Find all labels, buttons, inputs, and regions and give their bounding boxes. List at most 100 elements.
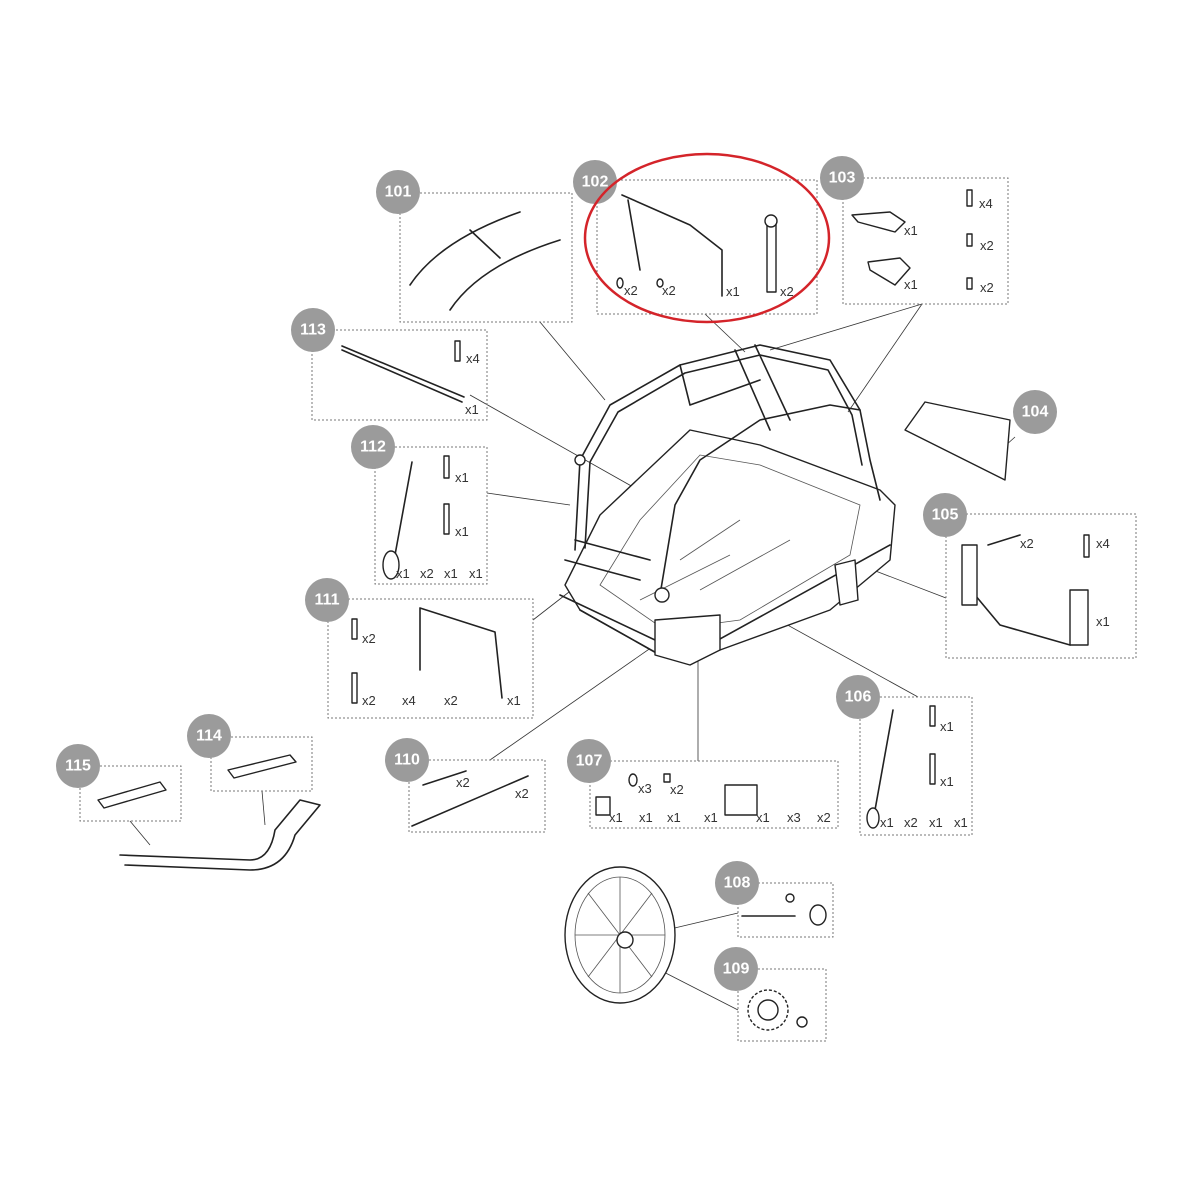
part-number-badge	[1013, 390, 1057, 434]
part-105[interactable]: x2 x4 x1 105	[923, 493, 1137, 659]
quantity-label: x1	[507, 693, 521, 708]
quantity-label: x1	[940, 774, 954, 789]
quantity-label: x1	[444, 566, 458, 581]
quantity-label: x2	[980, 280, 994, 295]
part-103[interactable]: x4 x1 x2 x1 x2 103	[820, 156, 1009, 305]
quantity-label: x2	[420, 566, 434, 581]
part-number-badge	[385, 738, 429, 782]
part-number-badge	[820, 156, 864, 200]
part-number-badge	[714, 947, 758, 991]
part-108[interactable]: 108	[715, 861, 834, 938]
quantity-label: x1	[396, 566, 410, 581]
quantity-label: x2	[904, 815, 918, 830]
trailer-assembly	[559, 344, 896, 666]
quantity-label: x2	[980, 238, 994, 253]
quantity-label: x1	[465, 402, 479, 417]
part-number-badge	[573, 160, 617, 204]
part-number: 114	[196, 728, 222, 745]
part-number: 102	[582, 174, 609, 191]
part-111[interactable]: x2 x2 x4 x2 x1 111	[305, 578, 534, 719]
quantity-label: x2	[515, 786, 529, 801]
strap-part	[97, 781, 167, 809]
quantity-label: x2	[362, 631, 376, 646]
quantity-label: x1	[639, 810, 653, 825]
part-101[interactable]: 101	[376, 170, 573, 323]
quantity-label: x1	[756, 810, 770, 825]
part-115[interactable]: 115	[56, 744, 182, 822]
quantity-label: x3	[787, 810, 801, 825]
part-number-badge	[56, 744, 100, 788]
part-number-badge	[291, 308, 335, 352]
quantity-label: x1	[880, 815, 894, 830]
axle-bracket-part	[974, 594, 1071, 646]
quantity-label: x2	[624, 283, 638, 298]
part-107[interactable]: x3 x2 x1 x1 x1 x1 x1 x3 x2 107	[567, 739, 839, 829]
part-number: 110	[394, 752, 420, 769]
quantity-label: x2	[662, 283, 676, 298]
part-number-badge	[836, 675, 880, 719]
arm-part	[394, 461, 413, 556]
part-number-badge	[567, 739, 611, 783]
part-number: 106	[845, 689, 872, 706]
part-number-badge	[351, 425, 395, 469]
part-number: 103	[829, 170, 856, 187]
quantity-label: x1	[609, 810, 623, 825]
part-109[interactable]: 109	[714, 947, 827, 1042]
part-number: 101	[385, 184, 412, 201]
quantity-label: x1	[929, 815, 943, 830]
quantity-label: x4	[1096, 536, 1110, 551]
quantity-label: x1	[469, 566, 483, 581]
quantity-label: x2	[456, 775, 470, 790]
part-number: 112	[360, 439, 386, 456]
highlight-circle	[583, 152, 831, 324]
frame-arm-part	[419, 607, 503, 699]
quantity-label: x1	[1096, 614, 1110, 629]
quantity-label: x3	[638, 781, 652, 796]
part-106[interactable]: x1 x1 x1 x2 x1 x1 106	[836, 675, 973, 836]
quantity-label: x1	[704, 810, 718, 825]
strap-part	[227, 754, 297, 779]
quantity-label: x1	[455, 524, 469, 539]
part-113[interactable]: x4 x1 113	[291, 308, 488, 421]
wheel	[564, 866, 676, 1004]
panel-part	[904, 401, 1011, 481]
tow-bar	[119, 799, 321, 871]
quantity-label: x1	[940, 719, 954, 734]
quantity-label: x2	[670, 782, 684, 797]
part-number: 104	[1022, 404, 1049, 421]
part-number: 115	[65, 758, 91, 775]
part-number-badge	[187, 714, 231, 758]
part-number: 105	[932, 507, 959, 524]
quantity-label: x4	[466, 351, 480, 366]
canopy-frame-part	[409, 211, 561, 311]
part-110[interactable]: x2 x2 110	[385, 738, 546, 833]
part-number: 111	[315, 592, 340, 609]
part-104[interactable]: 104	[904, 390, 1057, 481]
quantity-label: x2	[1020, 536, 1034, 551]
quantity-label: x1	[904, 223, 918, 238]
part-number: 107	[576, 753, 603, 770]
part-number: 108	[724, 875, 751, 892]
arm-part	[874, 709, 894, 811]
cross-bar-part	[341, 345, 465, 403]
quantity-label: x2	[362, 693, 376, 708]
quantity-label: x4	[979, 196, 993, 211]
quantity-label: x4	[402, 693, 416, 708]
roll-bar-part	[621, 194, 723, 297]
part-number-badge	[305, 578, 349, 622]
part-number-badge	[923, 493, 967, 537]
part-number: 113	[300, 322, 326, 339]
quantity-label: x2	[780, 284, 794, 299]
bolt-part	[766, 223, 777, 293]
quantity-label: x2	[817, 810, 831, 825]
part-112[interactable]: x1 x1 x1 x2 x1 x1 112	[351, 425, 488, 585]
quantity-label: x2	[444, 693, 458, 708]
part-number: 109	[723, 961, 750, 978]
quantity-label: x1	[455, 470, 469, 485]
quantity-label: x1	[904, 277, 918, 292]
quantity-label: x1	[954, 815, 968, 830]
part-102[interactable]: x2 x2 x1 x2 102	[573, 160, 818, 315]
part-114[interactable]: 114	[187, 714, 313, 792]
quantity-label: x1	[726, 284, 740, 299]
